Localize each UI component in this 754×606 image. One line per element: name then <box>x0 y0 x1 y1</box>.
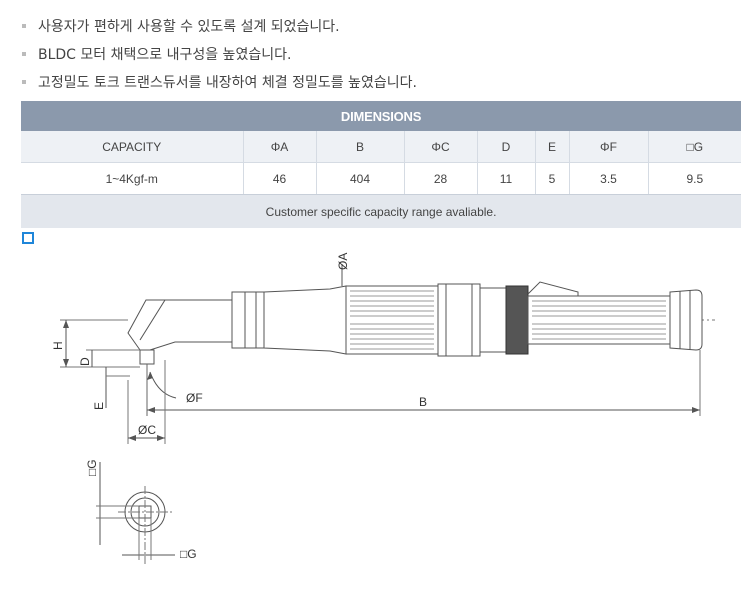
column-header: CAPACITY <box>21 131 244 163</box>
column-header: ΦA <box>243 131 317 163</box>
label-h: H <box>51 341 65 350</box>
feature-item: BLDC 모터 채택으로 내구성을 높였습니다. <box>20 40 417 68</box>
column-header: E <box>535 131 570 163</box>
column-header: ΦC <box>404 131 478 163</box>
feature-text: 고정밀도 토크 트랜스듀서를 내장하여 체결 정밀도를 높였습니다. <box>38 75 417 91</box>
knurled-ring <box>505 285 529 355</box>
table-row: 1~4Kgf-m 46 404 28 11 5 3.5 9.5 <box>21 162 742 195</box>
table-cell: 46 <box>243 162 317 195</box>
table-cell: 28 <box>404 162 478 195</box>
bullet-icon <box>22 24 26 28</box>
label-a: ØA <box>336 253 350 270</box>
motor-housing <box>345 285 439 355</box>
label-b: B <box>419 395 427 409</box>
column-header: D <box>477 131 536 163</box>
table-cell: 3.5 <box>569 162 649 195</box>
feature-item: 사용자가 편하게 사용할 수 있도록 설계 되었습니다. <box>20 12 417 40</box>
handle <box>527 295 671 345</box>
feature-item: 고정밀도 토크 트랜스듀서를 내장하여 체결 정밀도를 높였습니다. <box>20 68 417 96</box>
arrowheads <box>63 320 700 441</box>
column-header: ΦF <box>569 131 649 163</box>
transducer-body <box>263 285 347 355</box>
dimensions-table: DIMENSIONS CAPACITY ΦA B ΦC D E ΦF □G 1~… <box>21 101 742 228</box>
label-e: E <box>92 402 106 410</box>
column-header: B <box>316 131 405 163</box>
table-note-row: Customer specific capacity range avaliab… <box>21 194 742 228</box>
table-cell: 9.5 <box>648 162 742 195</box>
bullet-icon <box>22 80 26 84</box>
table-cell: 404 <box>316 162 405 195</box>
label-c: ØC <box>138 423 156 437</box>
housing-ribs <box>350 290 434 350</box>
label-f: ØF <box>186 391 203 405</box>
table-header-row: CAPACITY ΦA B ΦC D E ΦF □G <box>21 131 742 163</box>
label-g-vertical: □G <box>85 459 99 476</box>
capacity-note: Customer specific capacity range avaliab… <box>21 194 742 228</box>
column-header: □G <box>648 131 742 163</box>
angle-head <box>127 299 233 351</box>
table-cell: 1~4Kgf-m <box>21 162 244 195</box>
bullet-icon <box>22 52 26 56</box>
dim-f-leader <box>149 371 177 399</box>
table-cell: 11 <box>477 162 536 195</box>
table-cell: 5 <box>535 162 570 195</box>
label-g-horizontal: □G <box>180 547 197 561</box>
feature-list: 사용자가 편하게 사용할 수 있도록 설계 되었습니다. BLDC 모터 채택으… <box>20 12 417 96</box>
angle-head-edge <box>139 299 166 341</box>
feature-text: 사용자가 편하게 사용할 수 있도록 설계 되었습니다. <box>38 19 340 35</box>
label-d: D <box>78 357 92 366</box>
feature-text: BLDC 모터 채택으로 내구성을 높였습니다. <box>38 47 292 63</box>
band <box>479 287 507 353</box>
dimensions-title: DIMENSIONS <box>21 101 742 131</box>
tool-neck <box>231 291 265 349</box>
square-bullet-icon <box>22 232 34 244</box>
handle-ribs <box>532 300 666 340</box>
output-drive <box>139 349 155 365</box>
collar <box>437 283 481 357</box>
end-cap <box>669 289 703 351</box>
trigger-lever <box>527 281 579 296</box>
